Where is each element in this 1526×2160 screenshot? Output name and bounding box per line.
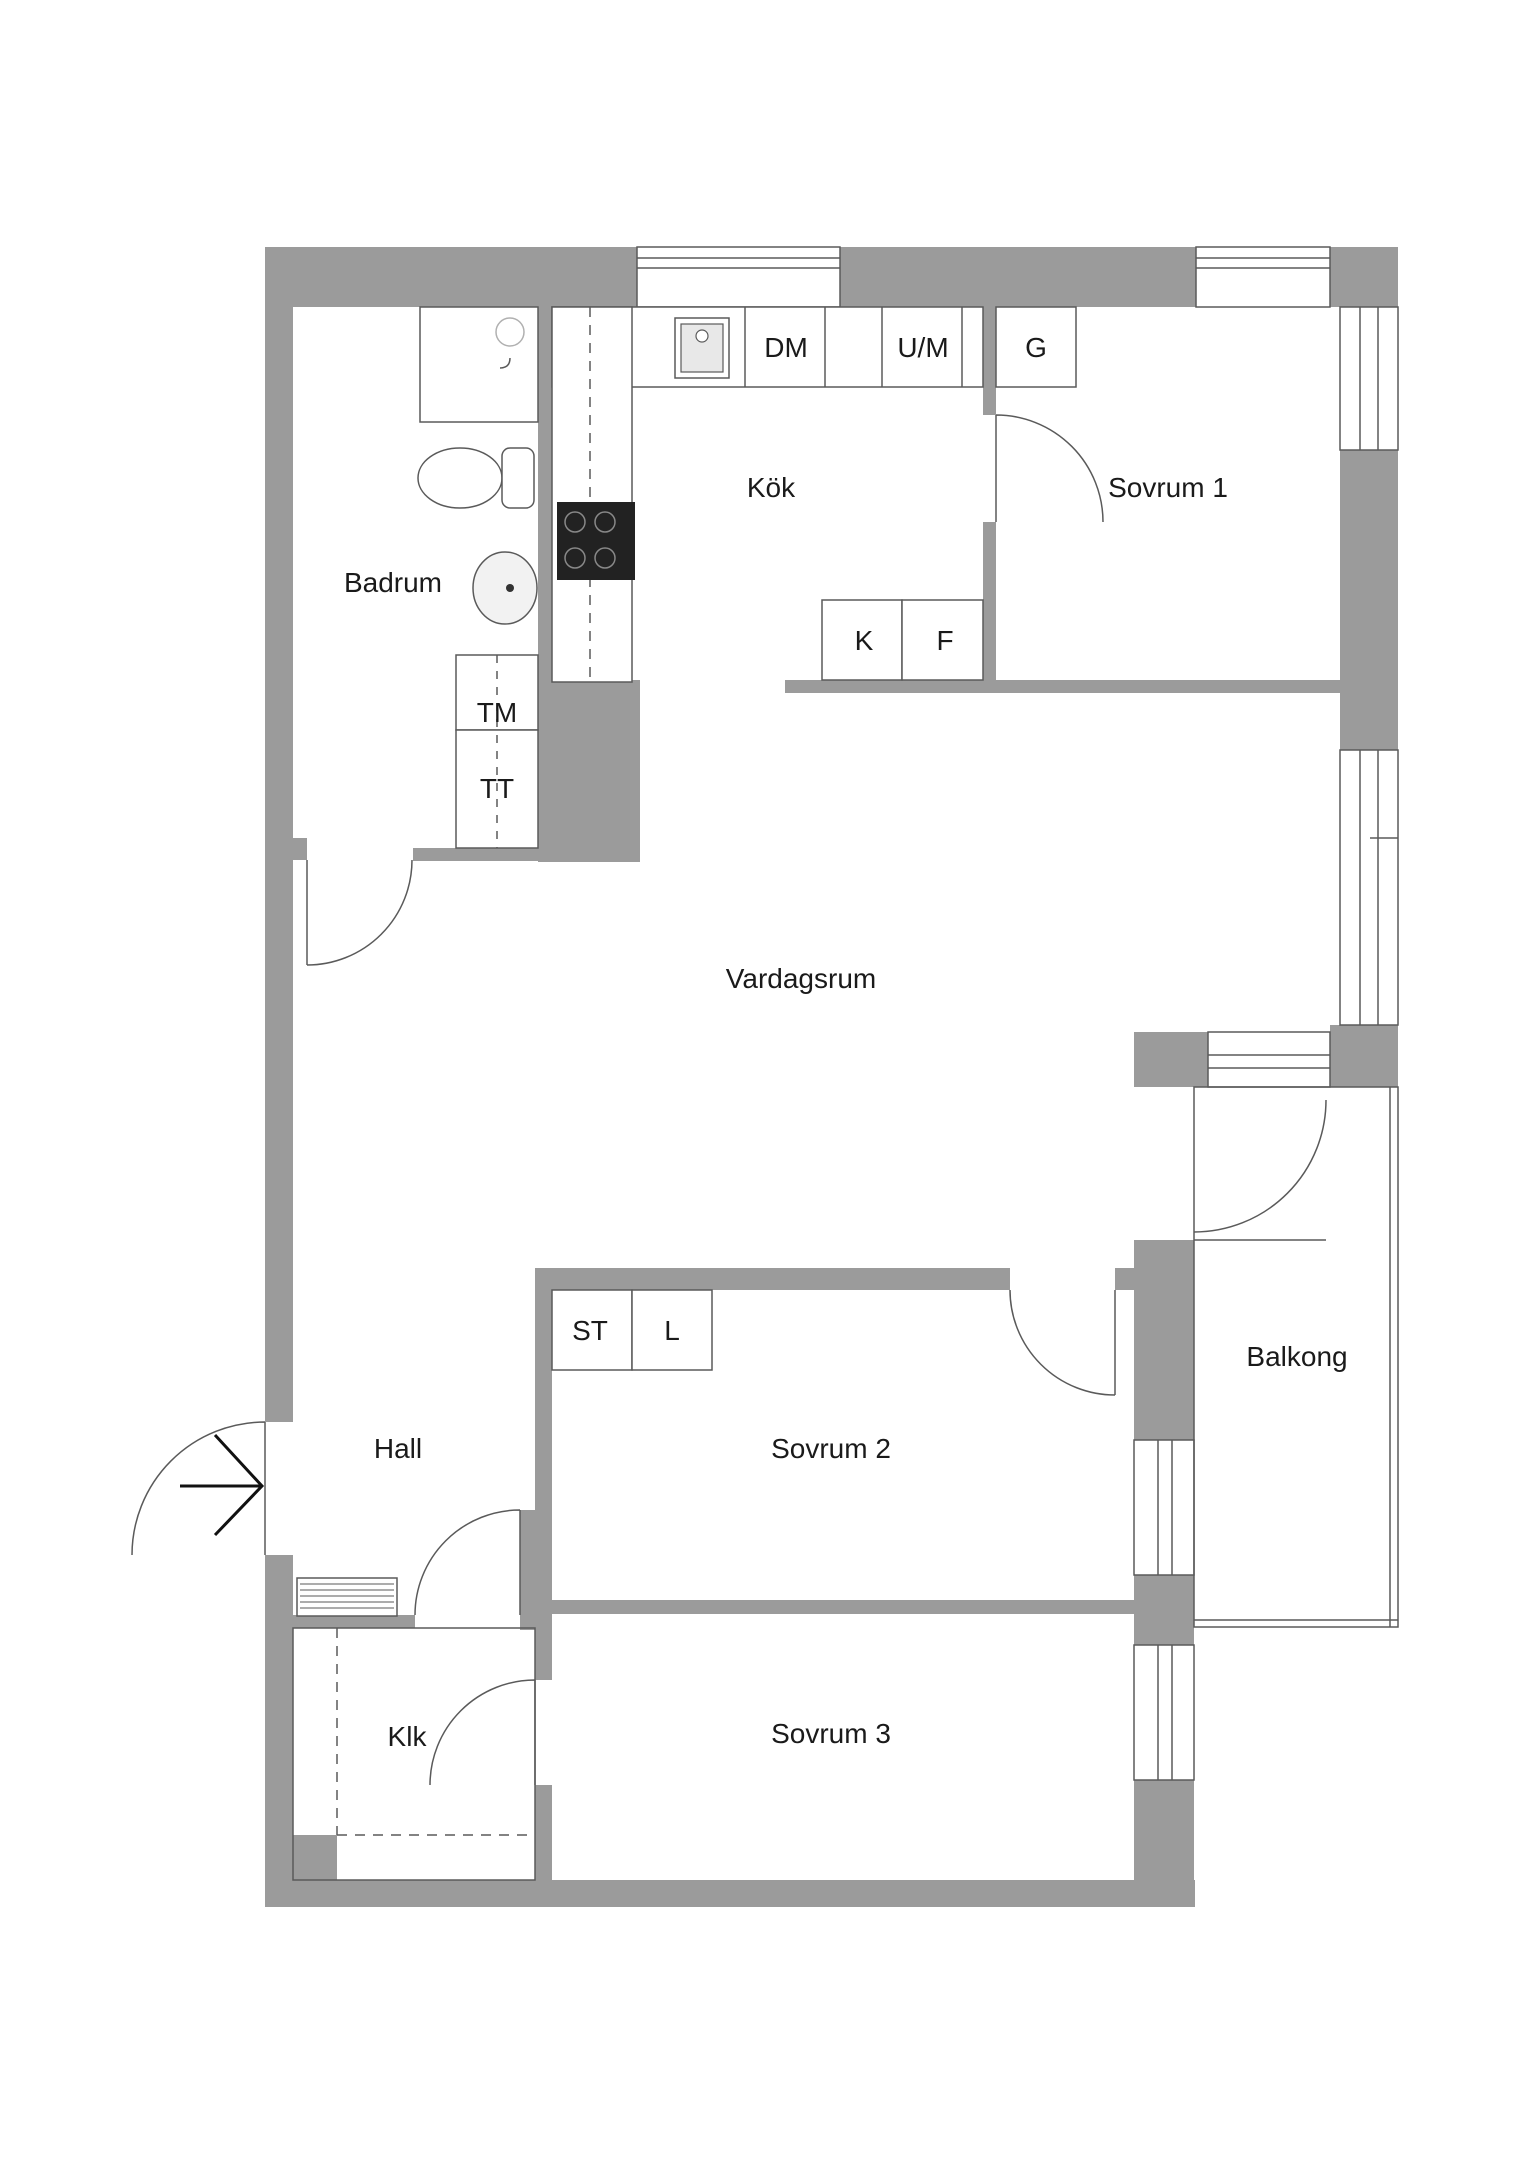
window-sovrum2-right <box>1133 1439 1195 1576</box>
wall-sovrum3-left-upper <box>535 1600 552 1680</box>
wardrobe-l <box>631 1289 713 1371</box>
wall-bath-bottom-left <box>293 838 307 860</box>
label-sovrum2: Sovrum 2 <box>771 1433 891 1464</box>
door-klk <box>414 1509 521 1616</box>
label-klk: Klk <box>388 1721 428 1752</box>
wall-sovrum1-left-lower <box>983 522 996 682</box>
label-tm: TM <box>477 697 517 728</box>
wall-core-block <box>538 680 640 862</box>
counter-f <box>901 599 984 681</box>
wall-sovrum1-left-upper <box>983 307 996 415</box>
counter-g <box>995 306 1077 388</box>
door-sovrum1 <box>995 414 1104 523</box>
label-k: K <box>855 625 874 656</box>
window-sovrum1-top <box>1195 246 1331 308</box>
wall-kitchen-left <box>538 307 552 682</box>
wall-kitchen-bottom <box>785 680 1340 693</box>
label-sovrum1: Sovrum 1 <box>1108 472 1228 503</box>
shower-icon <box>419 306 539 423</box>
tt-unit <box>455 729 539 849</box>
label-vardagsrum: Vardagsrum <box>726 963 876 994</box>
door-sovrum3 <box>429 1679 536 1786</box>
window-living-bottom <box>1207 1031 1331 1088</box>
entrance-arrow-icon <box>180 1433 265 1537</box>
wall-sovrum2-left <box>535 1268 552 1613</box>
label-tt: TT <box>480 773 514 804</box>
window-living-right <box>1339 749 1399 1026</box>
wash-basin-icon <box>472 551 538 625</box>
counter-left <box>551 306 633 683</box>
wall-right-lower-b <box>1134 1575 1194 1645</box>
label-hall: Hall <box>374 1433 422 1464</box>
label-g: G <box>1025 332 1047 363</box>
wall-hall-closet-side <box>520 1510 535 1630</box>
wall-top-left <box>265 247 637 307</box>
sovrum2-wardrobes <box>551 1289 713 1371</box>
wall-bottom <box>265 1880 1195 1907</box>
wall-living-pillar-right <box>1330 1025 1398 1087</box>
label-sovrum3: Sovrum 3 <box>771 1718 891 1749</box>
wall-sovrum2-top-b <box>1115 1268 1135 1290</box>
wall-hall-closet-top <box>293 1615 415 1628</box>
label-f: F <box>936 625 953 656</box>
window-sovrum3-right <box>1133 1644 1195 1781</box>
wall-right-lower-a <box>1134 1240 1194 1440</box>
wall-sovrum2-top-a <box>535 1268 1010 1290</box>
wall-between-2-3 <box>535 1600 1135 1614</box>
door-badrum <box>306 859 413 966</box>
toilet-icon <box>417 447 535 509</box>
shoe-rack-icon <box>296 1577 398 1617</box>
walls <box>265 247 1398 1907</box>
window-sovrum1-right <box>1339 306 1399 451</box>
label-um: U/M <box>897 332 948 363</box>
door-sovrum2 <box>1009 1289 1116 1396</box>
label-st: ST <box>572 1315 608 1346</box>
counter-k <box>821 599 903 681</box>
windows <box>636 246 1399 1781</box>
stove-icon <box>557 502 635 580</box>
wall-bath-bottom <box>413 848 540 861</box>
wall-left-upper <box>265 247 293 1422</box>
wall-living-pillar-top <box>1134 1032 1208 1087</box>
wardrobe-st <box>551 1289 633 1371</box>
label-dm: DM <box>764 332 808 363</box>
door-balkong <box>1193 1099 1327 1241</box>
bathroom-fixtures <box>419 306 539 849</box>
label-badrum: Badrum <box>344 567 442 598</box>
doors <box>131 414 1327 1786</box>
wall-sovrum3-left-lower <box>535 1785 552 1885</box>
room-labels: Kök Sovrum 1 Badrum Vardagsrum Balkong H… <box>344 472 1348 1752</box>
label-l: L <box>664 1315 680 1346</box>
wall-right-upper-a <box>1340 450 1398 750</box>
wall-top-right <box>1330 247 1398 307</box>
wall-top-mid <box>840 247 1196 307</box>
balcony <box>1193 1086 1399 1628</box>
shower-head <box>495 317 525 369</box>
label-kok: Kök <box>747 472 796 503</box>
wall-right-lower-c <box>1134 1780 1194 1907</box>
fixture-labels: DM U/M G K F TM TT ST L <box>477 332 1047 1346</box>
label-balkong: Balkong <box>1246 1341 1347 1372</box>
window-kitchen-top <box>636 246 841 308</box>
kitchen-sink-icon <box>674 317 730 379</box>
wall-bottom-left-pillar <box>265 1835 337 1907</box>
door-entrance <box>131 1421 266 1556</box>
kitchen-fixtures <box>551 306 1077 683</box>
